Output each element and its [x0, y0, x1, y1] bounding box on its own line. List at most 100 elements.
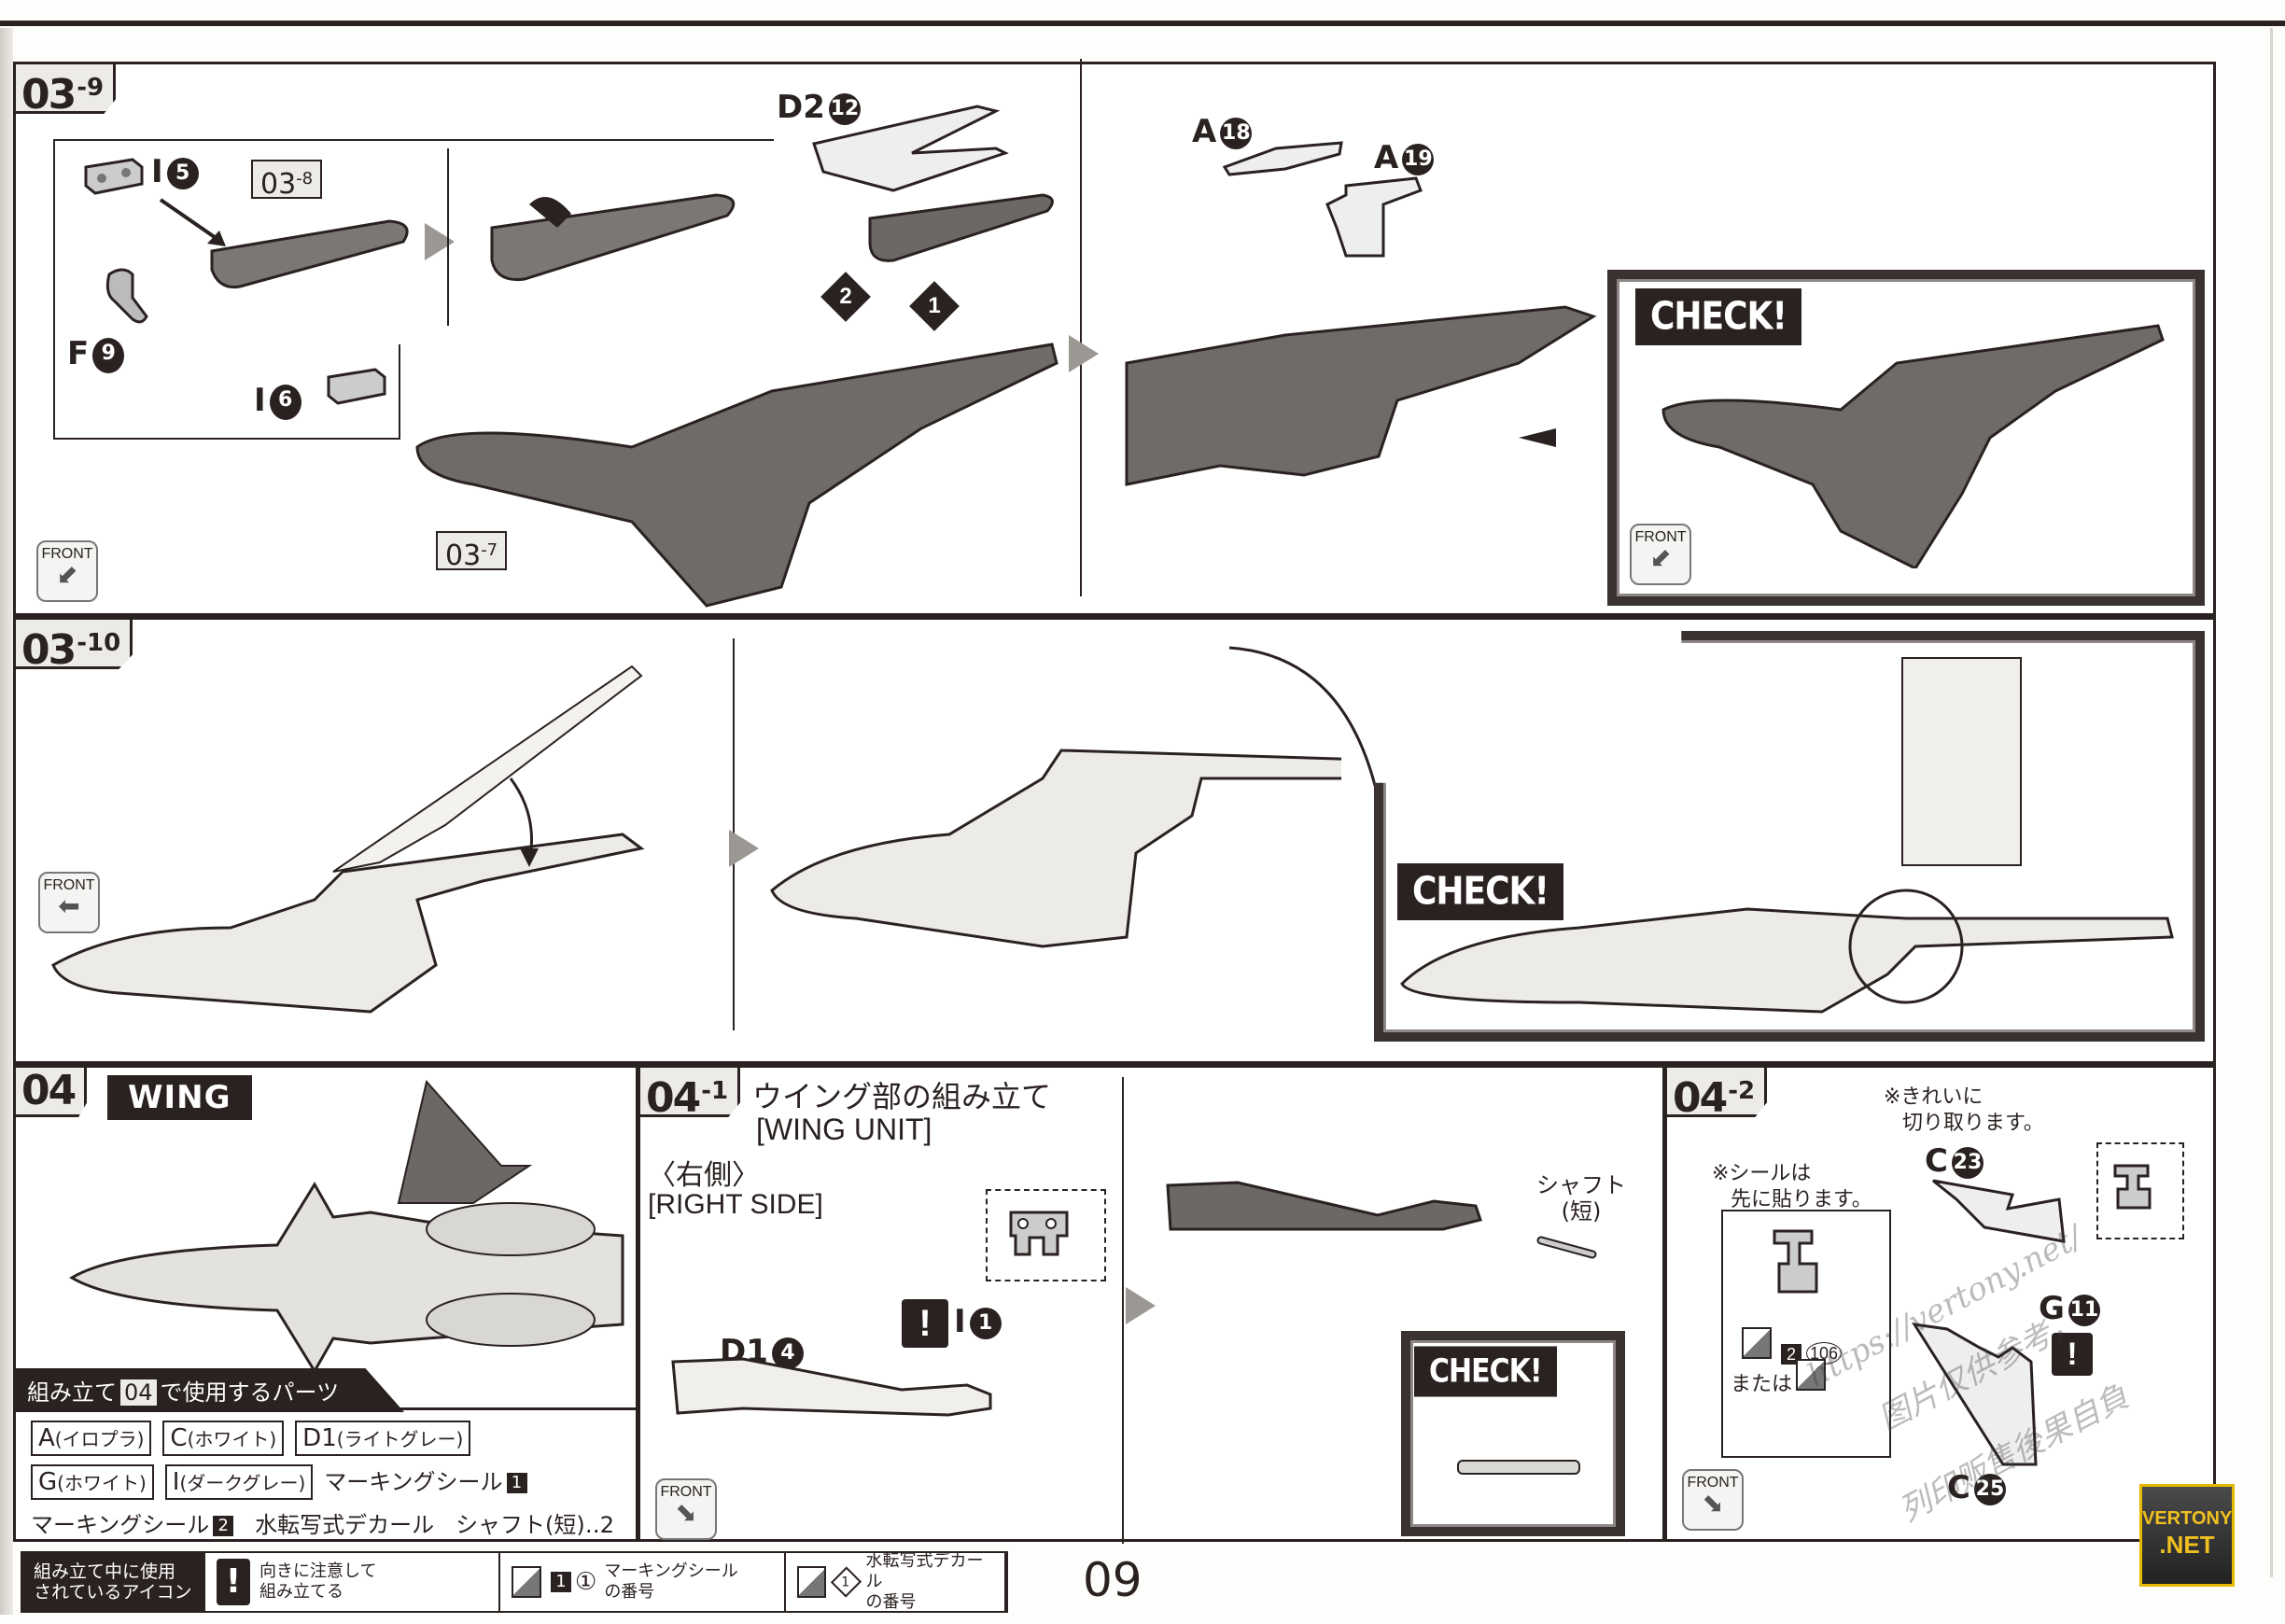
- detail-dashed-box: [2096, 1142, 2184, 1239]
- front-direction-icon: FRONT⬊: [1682, 1469, 1744, 1531]
- check-badge: CHECK!: [1397, 863, 1563, 920]
- aircraft-check-side-drawing: [1400, 889, 2174, 1014]
- aircraft-check-drawing: [1661, 324, 2165, 568]
- aircraft-wing-raised-drawing: [51, 665, 645, 1014]
- step-tag: 04-2: [1667, 1068, 1768, 1117]
- aircraft-body-drawing: [415, 343, 1058, 608]
- check-box-04-1: CHECK!: [1401, 1331, 1625, 1536]
- marking-seal-icon: [512, 1566, 541, 1598]
- marking-seal-icon: [1742, 1327, 1772, 1359]
- detail-callout: [1901, 657, 2022, 866]
- decal-icon: [1796, 1359, 1827, 1391]
- page-top-border: [0, 21, 2285, 26]
- shaft-drawing: [1536, 1236, 1597, 1259]
- check-badge: CHECK!: [1414, 1346, 1557, 1397]
- part-d1-wing-drawing: [671, 1357, 992, 1417]
- subassembly-box: [53, 139, 774, 440]
- runner-g: G(ホワイト): [31, 1464, 154, 1500]
- front-direction-icon: FRONT⬅: [38, 872, 100, 933]
- section-badge-wing: WING: [107, 1075, 252, 1120]
- page-right-edge: [2270, 28, 2273, 1577]
- subassembly-box-edge: [53, 438, 400, 440]
- seal-reference: 2 106: [1742, 1327, 1843, 1365]
- check-badge: CHECK!: [1635, 288, 1801, 345]
- seal-alternative: または: [1731, 1359, 1831, 1397]
- ref-step-03-7: 03-7: [436, 531, 508, 572]
- next-arrow-icon: [425, 223, 455, 260]
- arrow-icon: [159, 198, 226, 246]
- check-box-03-9: CHECK! FRONT⬋: [1607, 270, 2205, 606]
- next-arrow-icon: [729, 830, 759, 867]
- shaft-item: シャフト(短)‥2: [456, 1512, 615, 1538]
- legend-item-orientation: ! 向きに注意して組み立てる: [205, 1553, 500, 1611]
- orientation-warning-icon: !: [2052, 1333, 2093, 1376]
- runner-c: C(ホワイト): [162, 1421, 285, 1456]
- step-04-1-panel: 04-1 ウイング部の組み立て [WING UNIT] 〈右側〉 [RIGHT …: [638, 1064, 1665, 1544]
- part-f9-drawing: [105, 268, 148, 324]
- front-direction-icon: FRONT⬊: [655, 1478, 717, 1540]
- part-i5-drawing: [84, 158, 144, 195]
- decal-icon: [797, 1566, 826, 1598]
- shaft-label: シャフト(短): [1536, 1172, 1626, 1225]
- divider: [1080, 59, 1082, 596]
- step-03-10-panel: 03-10 FRONT⬅ CHECK!: [13, 616, 2216, 1064]
- side-label-en: [RIGHT SIDE]: [648, 1189, 823, 1220]
- legend-header: 組み立て中に使用されているアイコン: [22, 1553, 205, 1611]
- part-c23-drawing: [1932, 1179, 2066, 1243]
- runner-d1: D1(ライトグレー): [295, 1421, 471, 1456]
- front-direction-icon: FRONT⬋: [1630, 524, 1691, 585]
- next-arrow-icon: [1069, 335, 1099, 372]
- step-title-jp: ウイング部の組み立て: [752, 1079, 1052, 1114]
- part-c25-drawing: [1911, 1323, 2038, 1466]
- divider: [447, 148, 449, 326]
- part-d2-drawing: [812, 105, 1009, 192]
- step-tag: 04: [16, 1068, 88, 1117]
- aircraft-top-view-drawing: [69, 1079, 624, 1371]
- part-pod-dark-drawing: [868, 193, 1054, 262]
- subassembly-box-edge: [399, 344, 400, 440]
- runner-i: I(ダークグレー): [164, 1464, 314, 1500]
- seal-detail-box: [1721, 1210, 1891, 1458]
- part-g11-detail-drawing: [1773, 1229, 1818, 1294]
- next-arrow-icon: [1126, 1287, 1156, 1324]
- detail-dashed-box: [986, 1189, 1106, 1281]
- runner-a: A(イロプラ): [31, 1421, 152, 1456]
- note-cut-cleanly: ※きれいに切り取ります。: [1884, 1085, 2044, 1135]
- wing-with-shaft-drawing: [1166, 1181, 1482, 1231]
- part-a19-drawing: [1325, 176, 1423, 258]
- shaft-actual-size: [1457, 1460, 1580, 1475]
- divider: [16, 1407, 636, 1410]
- runner-row: A(イロプラ) C(ホワイト) D1(ライトグレー): [31, 1421, 482, 1456]
- step-title-en: [WING UNIT]: [756, 1113, 932, 1146]
- decal-item: 水転写式デカール: [255, 1512, 435, 1538]
- aircraft-rear-drawing: [1125, 305, 1597, 486]
- page-number: 09: [1083, 1553, 1142, 1607]
- page-binding-edge: [0, 28, 13, 1615]
- step-tag: 03-9: [16, 64, 117, 114]
- step-tag: 04-1: [640, 1068, 741, 1117]
- front-direction-icon: FRONT⬋: [36, 540, 98, 602]
- note-seal-first: ※シールは先に貼ります。: [1712, 1162, 1872, 1211]
- pod-assembled-drawing: [490, 193, 736, 282]
- orientation-warning-icon: !: [902, 1299, 948, 1348]
- pod-part-drawing: [210, 219, 409, 289]
- ref-step-03-8: 03-8: [251, 160, 323, 201]
